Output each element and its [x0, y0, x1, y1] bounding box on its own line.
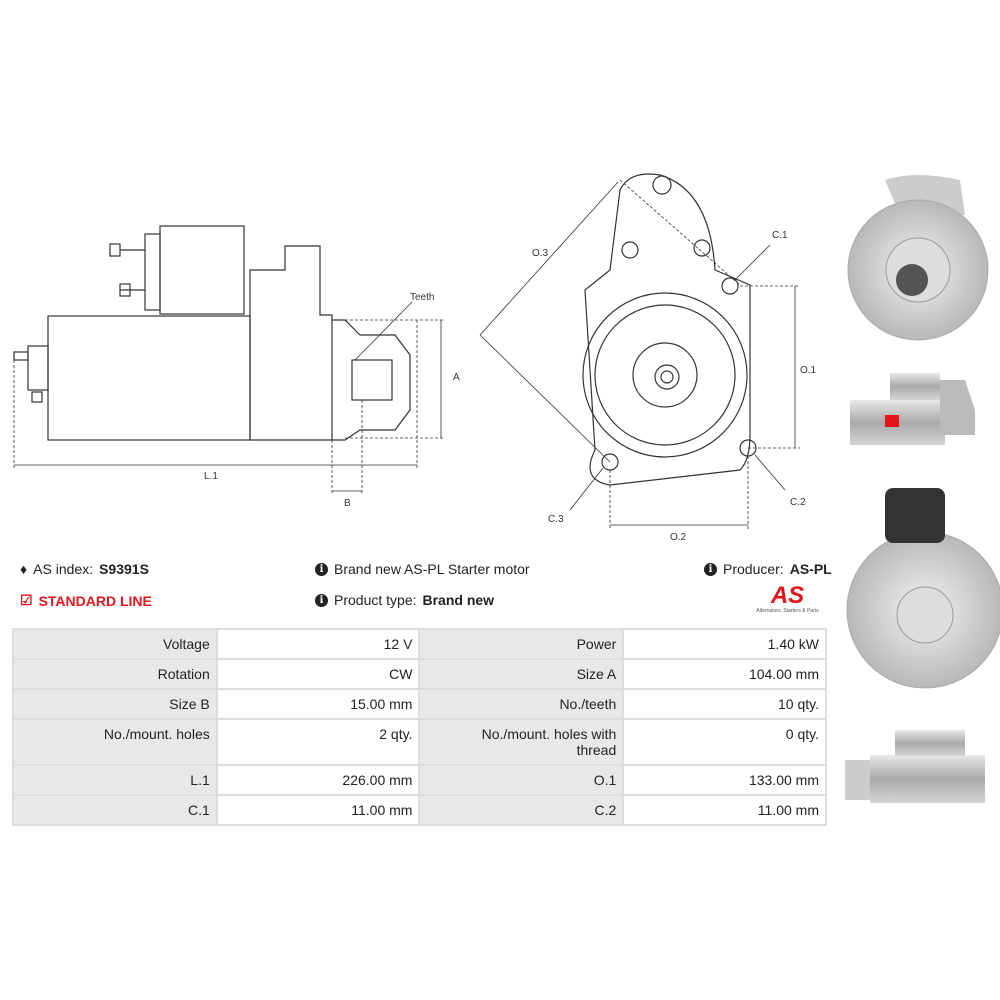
hole-c1 — [721, 277, 739, 295]
spec-label: Rotation — [12, 658, 218, 690]
producer: i Producer: AS-PL — [704, 561, 832, 577]
spec-value: 2 qty. — [215, 718, 421, 766]
teeth-label: Teeth — [410, 292, 434, 303]
spec-label: Size A — [418, 658, 625, 690]
drive-housing — [249, 245, 333, 441]
spec-value: 226.00 mm — [215, 764, 421, 796]
solenoid — [159, 225, 245, 315]
spec-label: O.1 — [418, 764, 625, 796]
producer-value: AS-PL — [789, 561, 832, 577]
spec-label: No./teeth — [418, 688, 625, 720]
logo-tagline: Alternators, Starters & Parts — [756, 608, 819, 614]
as-index-value: S9391S — [99, 561, 149, 577]
as-index-label: AS index: — [33, 561, 94, 577]
photo-side-2 — [845, 730, 985, 803]
info-icon: i — [315, 562, 328, 576]
photo-side-1 — [850, 373, 975, 445]
spec-value: 15.00 mm — [215, 688, 421, 720]
as-index: ♦ AS index: S9391S — [20, 561, 149, 577]
c1-label: C.1 — [772, 230, 788, 241]
spec-label: C.1 — [12, 794, 218, 826]
spec-label: Power — [418, 628, 625, 660]
logo-text: AS — [770, 582, 805, 609]
o2-label: O.2 — [670, 532, 687, 543]
spec-value: 11.00 mm — [215, 794, 421, 826]
info-icon: i — [315, 593, 328, 607]
motor-body — [47, 315, 251, 441]
producer-label: Producer: — [723, 561, 784, 577]
tags-icon: ♦ — [20, 561, 28, 577]
product-type-label: Product type: — [334, 592, 417, 608]
spec-value: 11.00 mm — [622, 794, 827, 826]
standard-line: ☑ STANDARD LINE — [20, 592, 152, 609]
l1-label: L.1 — [204, 471, 218, 482]
spec-value: 12 V — [215, 628, 421, 660]
spec-value: 104.00 mm — [622, 658, 827, 690]
description: i Brand new AS-PL Starter motor — [315, 561, 530, 577]
spec-value: 133.00 mm — [622, 764, 827, 796]
o1-label: O.1 — [800, 365, 817, 376]
side-view-diagram: Teeth A B L.1 — [13, 225, 460, 509]
spec-label: No./mount. holes with thread — [418, 718, 625, 766]
description-text: Brand new AS-PL Starter motor — [334, 561, 530, 577]
spec-label: Voltage — [12, 628, 218, 660]
product-type: i Product type: Brand new — [315, 592, 494, 608]
spec-label: C.2 — [418, 794, 625, 826]
checkbox-icon: ☑ — [20, 592, 33, 608]
c2-label: C.2 — [790, 497, 806, 508]
spec-value: 1.40 kW — [622, 628, 827, 660]
front-view-diagram: O.3 C.1 O.1 C.2 C.3 O.2 — [479, 173, 817, 543]
size-b-label: B — [344, 498, 351, 509]
flange-outline — [584, 173, 751, 486]
info-icon: i — [704, 562, 717, 576]
spec-label: L.1 — [12, 764, 218, 796]
spec-label: Size B — [12, 688, 218, 720]
size-a-label: A — [453, 372, 460, 383]
spec-value: CW — [215, 658, 421, 690]
spec-value: 0 qty. — [622, 718, 827, 766]
o3-label: O.3 — [532, 248, 549, 259]
as-pl-logo: AS Alternators, Starters & Parts — [745, 582, 830, 615]
spec-value: 10 qty. — [622, 688, 827, 720]
c3-label: C.3 — [548, 514, 564, 525]
product-type-value: Brand new — [422, 592, 495, 608]
product-photos — [845, 175, 1000, 803]
standard-line-label: STANDARD LINE — [38, 592, 152, 609]
spec-label: No./mount. holes — [12, 718, 218, 766]
photo-rear — [846, 488, 1000, 689]
photo-front — [847, 175, 989, 341]
